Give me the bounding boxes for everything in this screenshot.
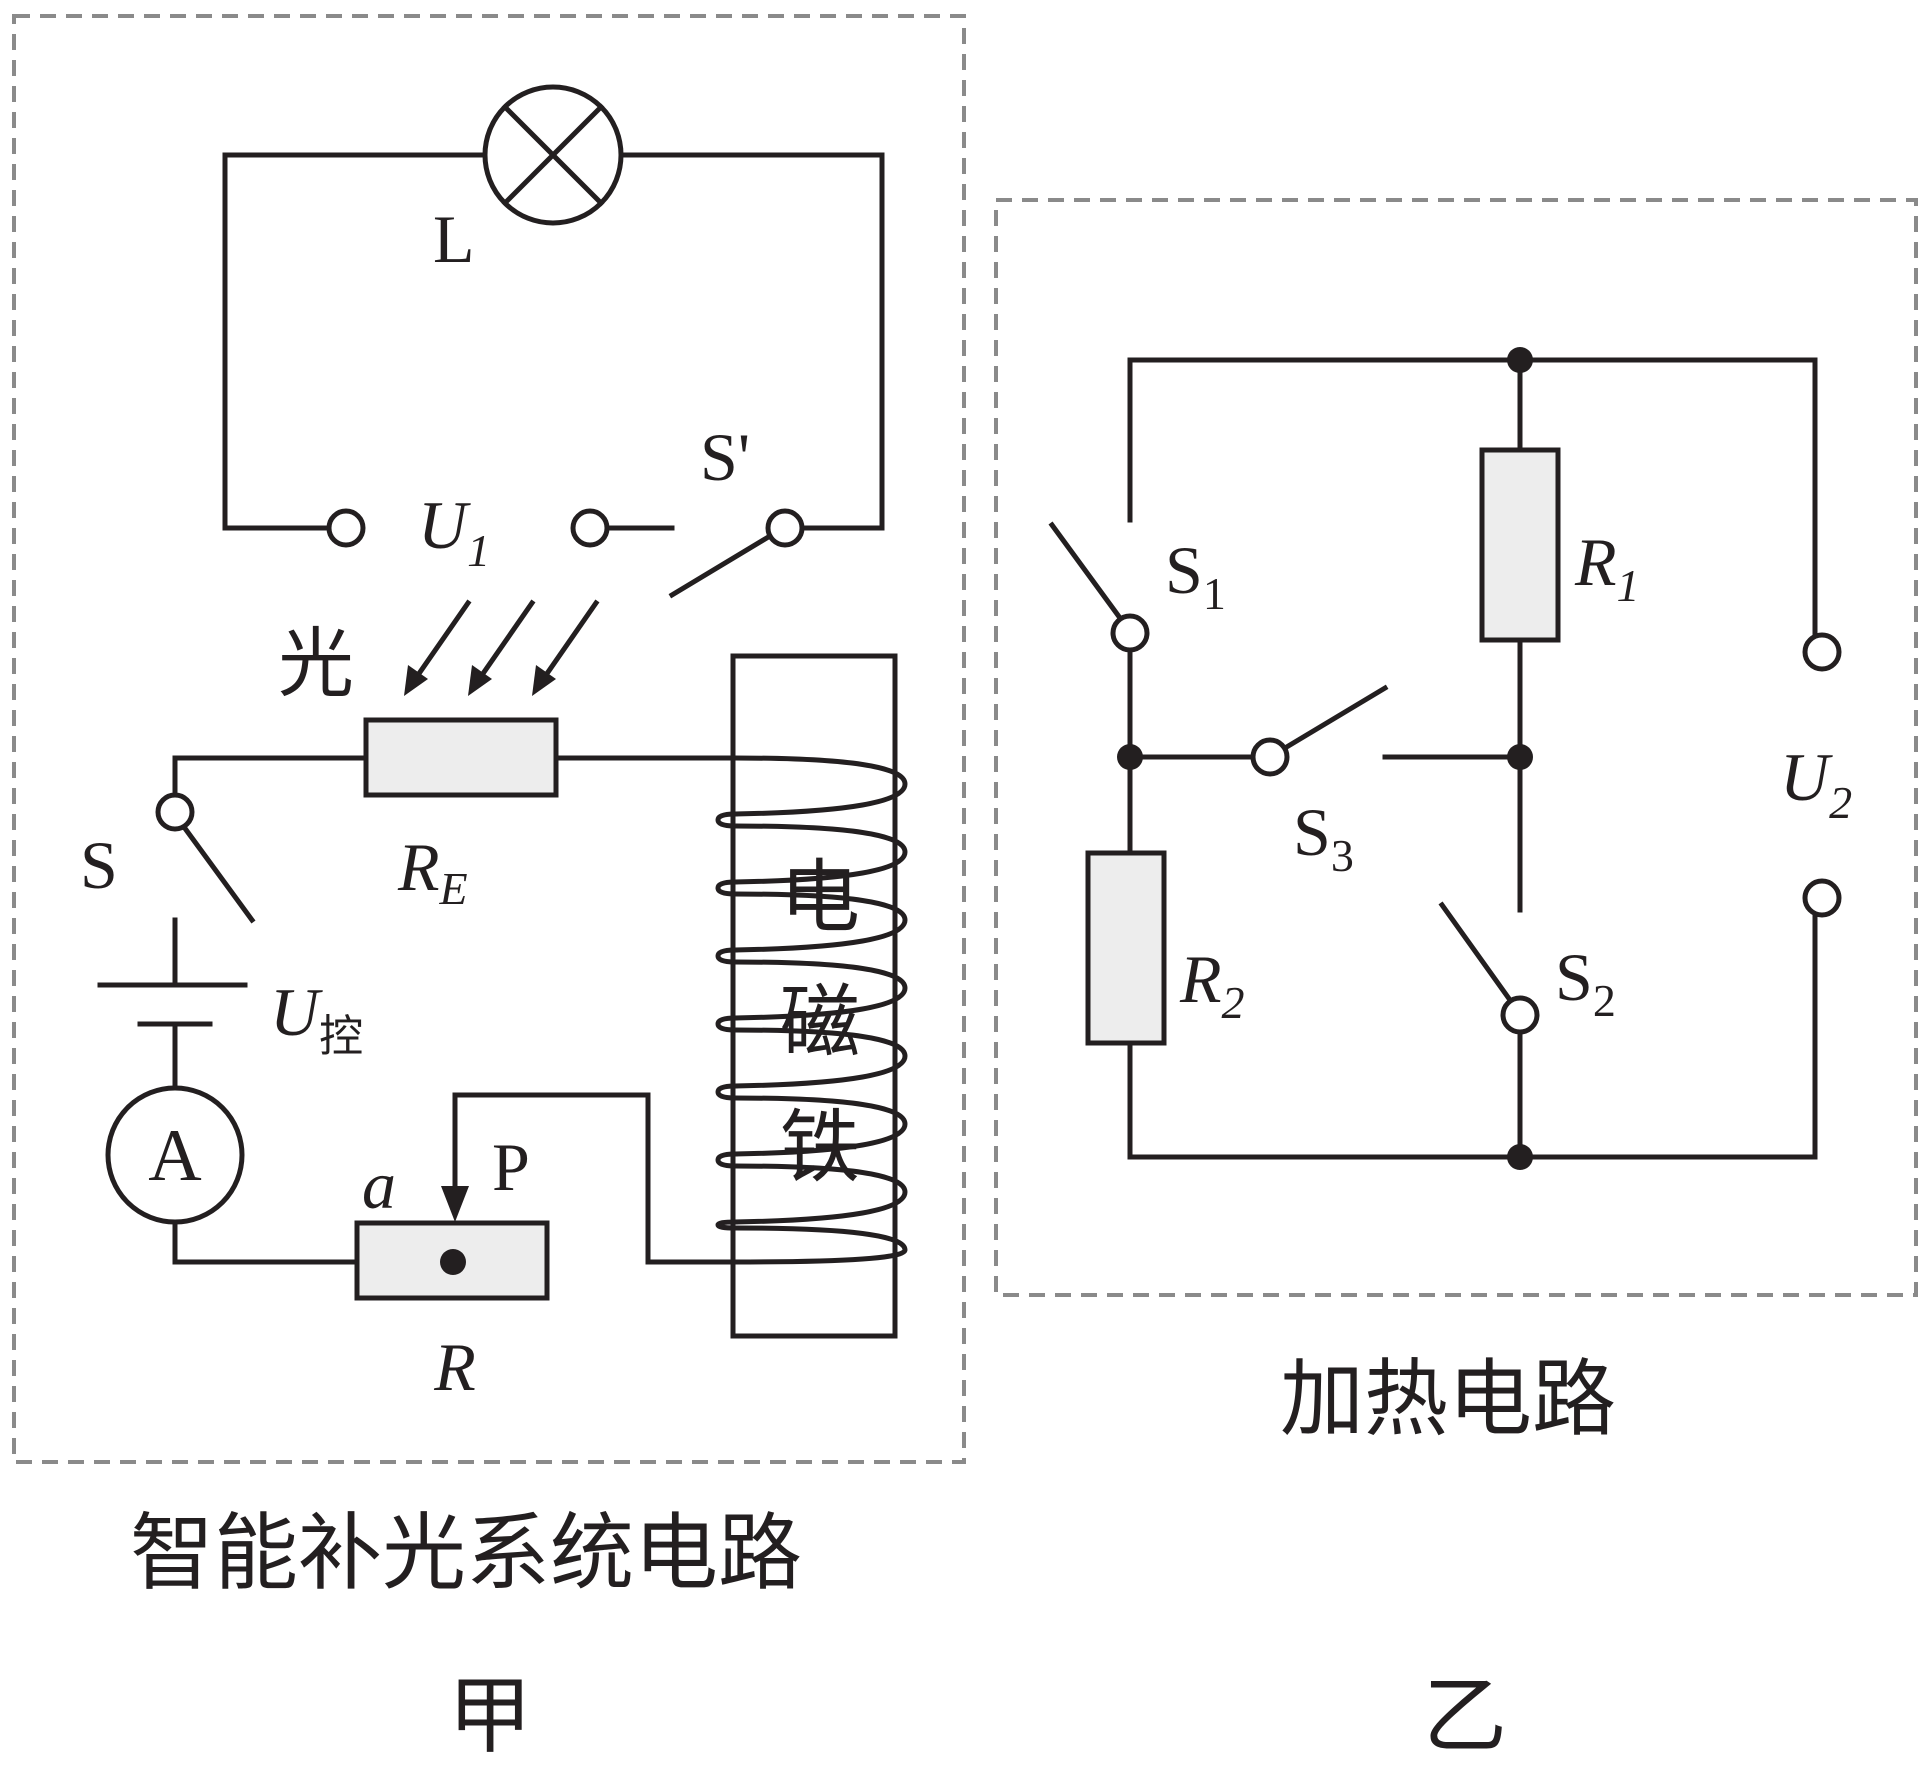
switch-s-label: S	[80, 827, 118, 903]
panel-jia: L U1 S' 光 RE S	[12, 14, 966, 1765]
rheostat-slider-dot	[440, 1249, 466, 1275]
ammeter-to-rheostat-wire	[172, 1219, 360, 1265]
relay-switch-s-prime	[668, 508, 805, 599]
electromagnet-label-1: 电	[780, 851, 860, 944]
rheostat-label: R	[433, 1329, 476, 1405]
panel-yi-dashed-border	[994, 198, 1918, 1297]
s1-label: S1	[1165, 532, 1226, 619]
u1-terminal-right	[570, 508, 610, 548]
switch-s2	[1438, 901, 1540, 1160]
r1-label: R1	[1574, 524, 1640, 611]
resistor-r1	[1479, 447, 1561, 643]
s3-label: S3	[1293, 794, 1354, 881]
slider-p-arrow	[441, 1092, 738, 1265]
photoresistor-label: RE	[397, 829, 468, 914]
electromagnet-label-3: 铁	[780, 1101, 860, 1194]
lamp-label: L	[433, 201, 475, 277]
lamp-circuit-right-wire	[619, 152, 885, 531]
panel-yi-caption: 加热电路	[1280, 1350, 1616, 1448]
electromagnet-coil-back	[715, 811, 738, 1231]
bottom-rail-wire	[1127, 912, 1818, 1160]
ammeter-label: A	[148, 1115, 201, 1197]
panel-yi-figure-label: 乙	[1423, 1667, 1507, 1765]
u1-terminal-left	[326, 508, 366, 548]
u2-terminal-bottom	[1802, 878, 1842, 918]
lamp-icon	[482, 84, 624, 226]
panel-yi: R1 S1 R2 S3 S2	[994, 198, 1918, 1765]
r2-label: R2	[1179, 941, 1245, 1028]
u2-label: U2	[1780, 739, 1852, 828]
switch-s1	[1048, 517, 1150, 653]
slider-label: P	[492, 1129, 530, 1205]
relay-switch-label: S'	[700, 419, 750, 495]
electromagnet-label-2: 磁	[780, 976, 860, 1069]
u1-label: U1	[418, 487, 490, 576]
control-top-left-wire	[172, 755, 369, 798]
resistor-r2	[1085, 850, 1167, 1046]
lamp-circuit-left-wire	[222, 152, 488, 531]
bottom-junction-dot	[1507, 1144, 1533, 1170]
top-rail-wire	[1127, 357, 1818, 640]
panel-jia-caption: 智能补光系统电路	[130, 1504, 802, 1602]
photoresistor-re	[363, 717, 559, 798]
electromagnet-coil-front	[732, 755, 908, 1265]
s2-label: S2	[1555, 939, 1616, 1026]
u2-terminal-top	[1802, 632, 1842, 672]
panel-jia-dashed-border	[12, 14, 966, 1464]
panel-jia-figure-label: 甲	[448, 1667, 532, 1765]
light-arrows-icon	[404, 599, 600, 696]
control-voltage-label: U控	[270, 974, 363, 1062]
light-label: 光	[278, 619, 354, 708]
slider-end-label: a	[362, 1147, 396, 1223]
switch-s	[155, 792, 256, 924]
switch-s3	[1127, 684, 1523, 777]
battery-u-control	[97, 917, 248, 1091]
